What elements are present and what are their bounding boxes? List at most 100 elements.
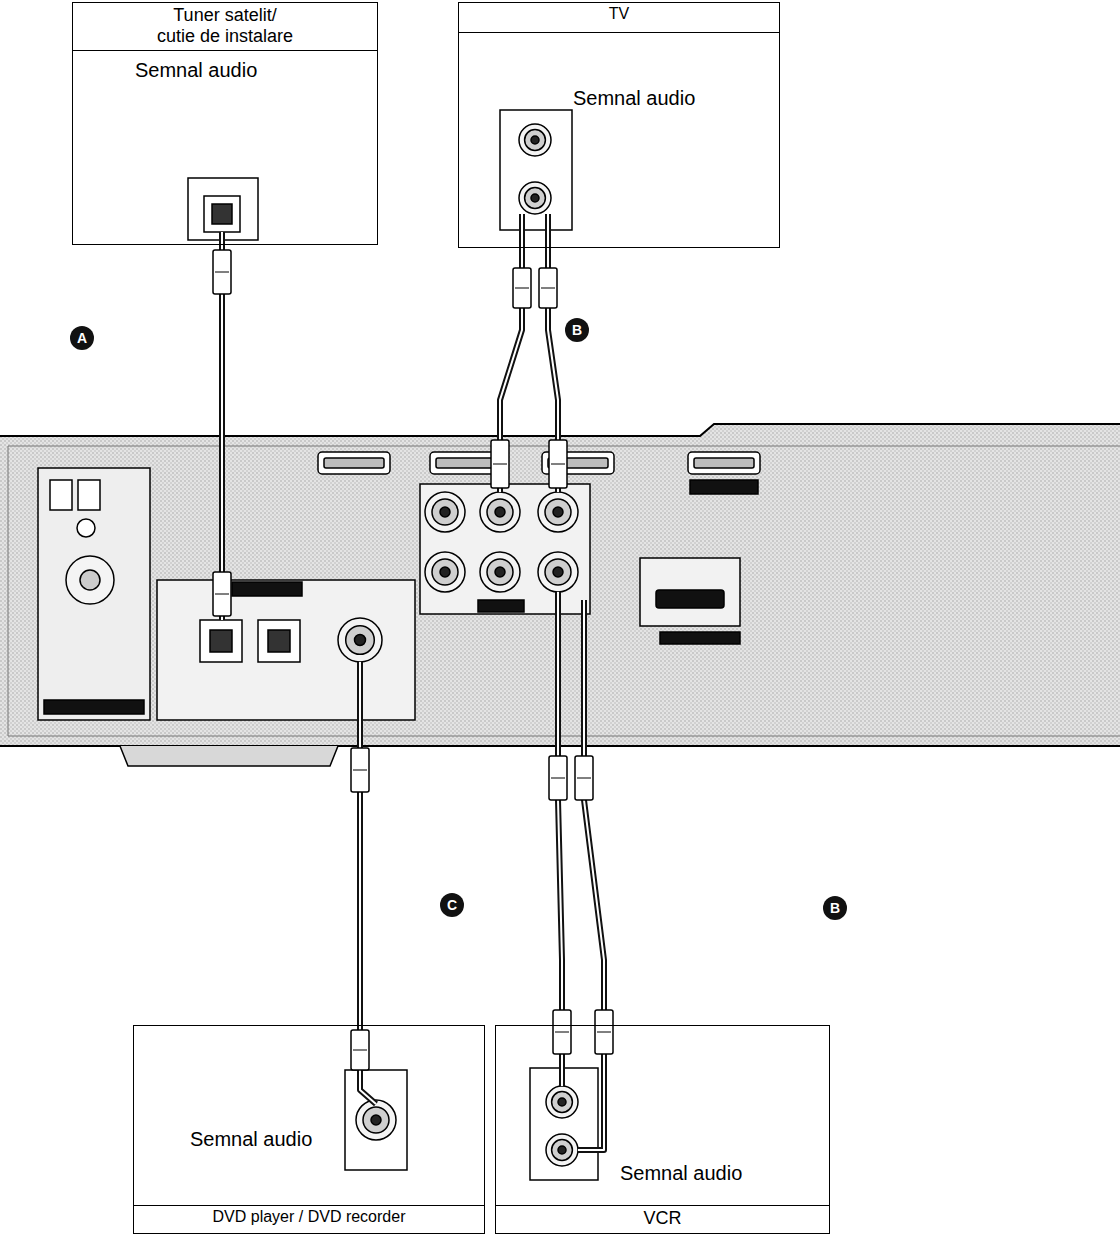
rca-jack-pin [558, 1098, 566, 1106]
callout-letter: A [70, 326, 94, 350]
device-name: DVD player / DVD recorder [213, 1208, 406, 1226]
cable-plug-ridge [515, 288, 529, 289]
rca-jack-ring [363, 1107, 389, 1133]
rca-jack [480, 492, 520, 532]
jack-panel [188, 178, 258, 240]
rca-jack-ring [525, 188, 546, 209]
cable-plug-ridge [493, 464, 507, 465]
cable-plug-ridge [597, 1032, 611, 1033]
device-box: Semnal audioDVD player / DVD recorder [133, 1025, 485, 1234]
device-name: TV [609, 5, 629, 23]
rca-jack-pin [355, 635, 366, 646]
section-label-bar [660, 632, 740, 644]
device-box: Semnal audioVCR [495, 1025, 830, 1234]
connector-slot-inner [324, 458, 384, 468]
rca-jack [538, 492, 578, 532]
device-box: TV Semnal audio [458, 2, 780, 248]
cable-plug [595, 1010, 613, 1054]
rca-jack [425, 492, 465, 532]
signal-label: Semnal audio [573, 87, 695, 110]
section-label-bar [478, 600, 524, 612]
rca-jack-ring [545, 499, 571, 525]
rca-jack-ring [545, 559, 571, 585]
antenna-section [38, 468, 150, 720]
cables [213, 214, 613, 1150]
cable-plug [351, 748, 369, 792]
rca-jack-pin [440, 567, 450, 577]
panel-foot [120, 746, 338, 766]
cable-plug-ridge [541, 288, 555, 289]
digital-out-port [656, 590, 724, 608]
analog-section [420, 484, 590, 614]
cable-plug-ridge [353, 770, 367, 771]
cable [578, 600, 604, 1150]
rca-jack-ring [432, 559, 458, 585]
device-name: VCR [643, 1208, 681, 1229]
section-label-bar [232, 582, 302, 596]
rca-jack-ring [487, 499, 513, 525]
switch [50, 480, 72, 510]
cable-plug [491, 440, 509, 488]
rca-jack-ring [346, 626, 375, 655]
rca-jack-ring [552, 1140, 573, 1161]
cable-plug-ridge [555, 1032, 569, 1033]
rca-jack-pin [495, 567, 505, 577]
device-name: Tuner satelit/ cutie de instalare [154, 5, 296, 46]
rca-jack [425, 552, 465, 592]
rca-jack-ring [552, 1092, 573, 1113]
signal-label: Semnal audio [620, 1162, 742, 1185]
optical-input-port [200, 620, 242, 662]
optical-input-opening [268, 630, 290, 652]
rca-jack-pin [553, 507, 563, 517]
signal-label: Semnal audio [190, 1128, 312, 1151]
cable-core [578, 600, 604, 1150]
antenna-jack-core [80, 570, 100, 590]
callout-letter: B [565, 318, 589, 342]
connector-slot-inner [436, 458, 496, 468]
cable-plug-ridge [215, 272, 229, 273]
signal-label: Semnal audio [135, 59, 257, 82]
rca-jack-ring [432, 499, 458, 525]
cable-plug-ridge [551, 464, 565, 465]
jack-panel [345, 1070, 407, 1170]
rca-jack [546, 1086, 578, 1118]
cable-plug [549, 440, 567, 488]
cable-plug [553, 1010, 571, 1054]
jack-panel [500, 110, 572, 230]
rca-jack-pin [495, 507, 505, 517]
cable-plug [213, 250, 231, 294]
rca-jack-pin [531, 136, 539, 144]
rca-jack-pin [531, 194, 539, 202]
cable-plug-ridge [577, 778, 591, 779]
switch [78, 480, 100, 510]
callout-letter: B [823, 896, 847, 920]
rca-jack [356, 1100, 396, 1140]
device-jacks [188, 110, 598, 1180]
section-label-bar [44, 700, 144, 714]
antenna-jack [66, 556, 114, 604]
digital-section [157, 580, 415, 720]
cable-plug [213, 572, 231, 616]
callout-letter: C [440, 893, 464, 917]
rca-jack [546, 1134, 578, 1166]
optical-output-port [204, 196, 240, 232]
cable-plug [539, 268, 557, 308]
device-name-band: DVD player / DVD recorder [134, 1205, 484, 1233]
device-title-band: TV [459, 3, 779, 33]
rca-jack-pin [371, 1115, 381, 1125]
rca-jack [519, 124, 551, 156]
device-name-band: VCR [496, 1205, 829, 1233]
rca-jack [338, 618, 382, 662]
optical-input-port [258, 620, 300, 662]
cable-plug-ridge [353, 1050, 367, 1051]
rca-jack [519, 182, 551, 214]
cable-plug-ridge [215, 594, 229, 595]
connector-slot-inner [694, 458, 754, 468]
rca-jack-ring [525, 130, 546, 151]
digital-out-section [640, 558, 740, 626]
rca-jack-ring [487, 559, 513, 585]
cable-plug [549, 756, 567, 800]
device-box: Tuner satelit/ cutie de instalareSemnal … [72, 2, 378, 245]
